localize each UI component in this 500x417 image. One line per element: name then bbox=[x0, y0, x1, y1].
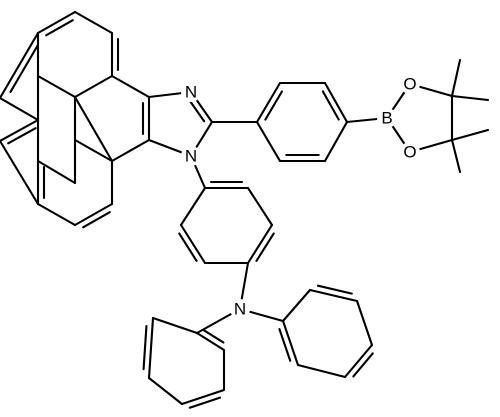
bond-a1-a2 bbox=[73, 10, 114, 35]
bond-e1-e2 bbox=[255, 81, 282, 124]
bond-a4-a5 bbox=[36, 74, 77, 99]
atom-boron: B bbox=[377, 108, 397, 128]
svg-text:O: O bbox=[403, 75, 416, 94]
bond-i1-i2 bbox=[281, 288, 312, 323]
bond-inner-e3-e4 bbox=[321, 90, 340, 121]
bond-i5-i6 bbox=[296, 363, 347, 379]
bond-i2-i3 bbox=[308, 288, 359, 303]
bond-d2-a6 bbox=[0, 31, 40, 100]
bond-a6-a1 bbox=[36, 10, 77, 35]
bond-inner-h2-h3 bbox=[142, 324, 148, 371]
bond-e4-e5 bbox=[323, 120, 349, 163]
bond-i6-i1 bbox=[281, 319, 300, 367]
bond-i3-i4 bbox=[355, 299, 374, 347]
bond-inner-e1-e2 bbox=[264, 90, 283, 121]
bond-c1-c2 bbox=[36, 159, 77, 185]
bond-h2-h3 bbox=[147, 316, 155, 380]
bond-a3-a4 bbox=[73, 74, 114, 99]
bond-g1-g2 bbox=[179, 186, 207, 227]
bond-h1-h2 bbox=[151, 316, 199, 335]
bond-h3-h4 bbox=[147, 376, 184, 406]
bond-f1-m2 bbox=[450, 94, 490, 102]
bond-c4-c5 bbox=[73, 202, 114, 227]
bond-d3-c3 bbox=[0, 139, 40, 206]
bond-inner-g2-g3 bbox=[178, 232, 198, 262]
svg-text:O: O bbox=[403, 143, 416, 162]
svg-text:N: N bbox=[185, 147, 197, 166]
bond-d1-d2 bbox=[0, 96, 40, 122]
bond-g4-g5 bbox=[246, 223, 274, 265]
bond-f2-m3 bbox=[450, 128, 490, 142]
bond-inner-h6-h1 bbox=[202, 329, 225, 344]
atom-labels: N N N B O O bbox=[181, 74, 420, 319]
bond-b2-b3 bbox=[110, 138, 151, 163]
bond-inner-g4-g5 bbox=[255, 232, 275, 262]
bond-inner-a1-a6 bbox=[45, 19, 74, 37]
bond-inner-N1-C2 bbox=[187, 98, 206, 123]
bond-f1-m1 bbox=[450, 58, 462, 98]
bond-i4-i5 bbox=[343, 343, 374, 379]
atom-n-ring: N bbox=[181, 146, 201, 166]
bond-inner-d1-d3 bbox=[7, 127, 37, 145]
bond-inner-d2-a6 bbox=[9, 44, 39, 93]
atom-n-amine: N bbox=[230, 299, 250, 319]
bond-inner-i2-i3 bbox=[316, 284, 353, 295]
bond-inner-i4-i5 bbox=[352, 352, 374, 378]
bond-inner-h4-h5 bbox=[188, 396, 222, 409]
bond-inner-i6-i1 bbox=[278, 328, 292, 362]
bond-g5-g6 bbox=[246, 186, 274, 227]
bond-d1-d3 bbox=[0, 118, 40, 143]
bond-h4-h5 bbox=[180, 388, 226, 406]
bond-b3-a4 bbox=[73, 95, 114, 163]
bond-c3-c4 bbox=[36, 202, 77, 227]
bond-e6-e1 bbox=[255, 120, 282, 163]
bond-e3-e4 bbox=[323, 81, 349, 124]
atom-n-imine: N bbox=[181, 82, 201, 102]
bond-b3-b4 bbox=[73, 138, 114, 163]
atom-oxygen-lower: O bbox=[400, 142, 420, 162]
atom-oxygen-upper: O bbox=[400, 74, 420, 94]
svg-text:B: B bbox=[381, 109, 392, 128]
bond-a3-b1 bbox=[110, 74, 151, 99]
bond-f2-m4 bbox=[450, 138, 462, 174]
svg-text:N: N bbox=[234, 300, 246, 319]
bond-network bbox=[0, 10, 490, 409]
svg-text:N: N bbox=[185, 83, 197, 102]
bond-h6-h1 bbox=[195, 331, 226, 352]
bond-g2-g3 bbox=[179, 223, 207, 265]
bond-inner-c4-c5 bbox=[82, 211, 111, 229]
